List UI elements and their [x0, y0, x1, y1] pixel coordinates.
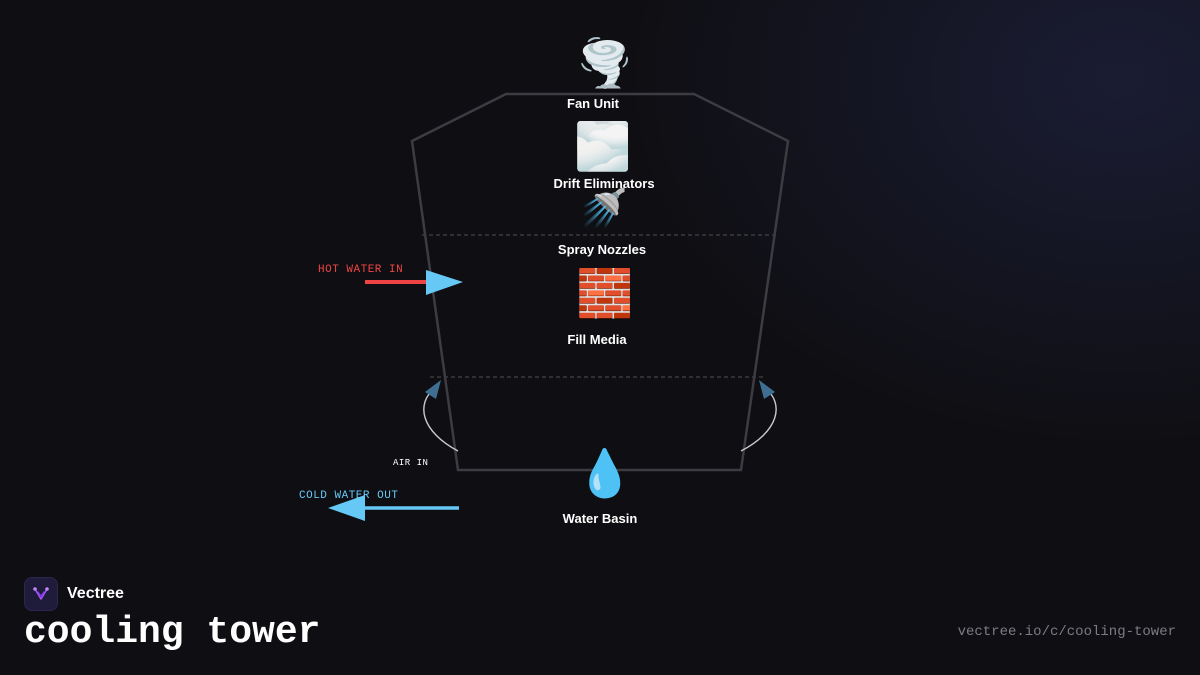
hot-water-in-arrowhead — [426, 270, 463, 295]
drift-eliminators-label: Drift Eliminators — [553, 176, 655, 191]
fill-media-label: Fill Media — [567, 332, 627, 347]
cold-water-out-label: COLD WATER OUT — [299, 490, 399, 502]
brand-header: Vectree — [24, 577, 124, 611]
component-drift-eliminators-label-wrap: Drift Eliminators — [553, 176, 654, 192]
tower-outline — [410, 92, 790, 472]
source-url[interactable]: vectree.io/c/cooling-tower — [957, 624, 1176, 640]
component-fill-media: 🧱 — [576, 267, 633, 319]
component-drift-eliminators: 🌫️ — [574, 120, 631, 172]
brand-name: Vectree — [67, 585, 124, 602]
component-fan-unit-label-wrap: Fan Unit — [567, 96, 619, 112]
hot-water-in-label: HOT WATER IN — [318, 264, 404, 276]
component-fan-unit: 🌪️ — [576, 37, 633, 89]
cold-water-out-arrowhead — [328, 495, 365, 521]
air-in-right-arrowhead — [759, 380, 775, 399]
component-fill-media-label-wrap: Fill Media — [567, 332, 626, 348]
shower-icon: 🚿 — [580, 186, 628, 230]
component-spray-nozzles-label-wrap: Spray Nozzles — [558, 242, 646, 258]
component-water-basin-label-wrap: Water Basin — [563, 511, 638, 527]
fan-unit-label: Fan Unit — [567, 96, 619, 111]
page-title: cooling tower — [24, 611, 321, 654]
component-water-basin: 💧 — [576, 447, 633, 499]
water-basin-label: Water Basin — [562, 511, 638, 526]
brick-icon: 🧱 — [576, 266, 634, 320]
air-in-label: AIR IN — [393, 458, 429, 468]
droplet-icon: 💧 — [576, 446, 634, 500]
spray-nozzles-label: Spray Nozzles — [557, 242, 647, 257]
vectree-logo-icon — [24, 577, 58, 611]
fog-icon: 🌫️ — [574, 119, 632, 173]
air-in-left-arrowhead — [425, 380, 441, 399]
tornado-icon: 🌪️ — [576, 36, 634, 90]
component-spray-nozzles: 🚿 — [580, 186, 627, 230]
